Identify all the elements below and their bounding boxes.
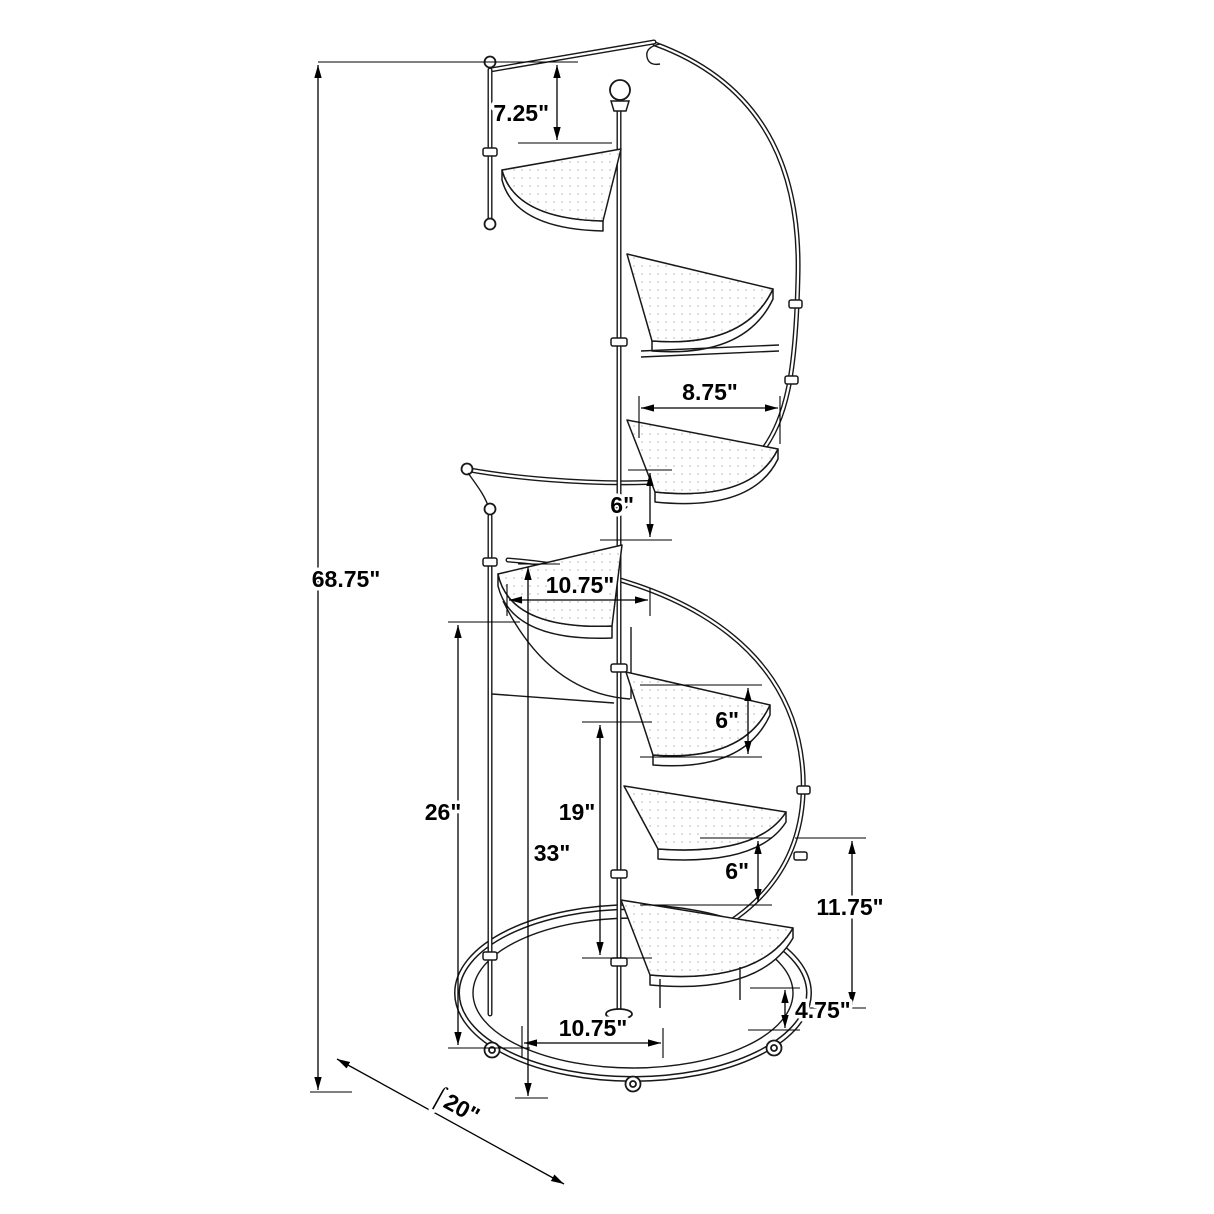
dim-label-upper-shelf-width: 8.75": [682, 379, 738, 405]
dim-bottom-shelf-depth: 10.75": [521, 1012, 664, 1058]
rail-collar: [793, 851, 808, 861]
dim-shelf-gap-upper: 6": [600, 469, 672, 541]
caster-wheel: [483, 1041, 501, 1059]
upper-spiral-rail: [460, 41, 801, 513]
dim-lower-section-height: 11.75": [795, 837, 887, 1009]
dim-label-overall-height: 68.75": [312, 566, 380, 592]
left-lower-post: [482, 502, 498, 1017]
dim-shelf-gap-lower: 6": [640, 837, 772, 906]
dim-label-shelf-gap-lower: 6": [725, 858, 749, 884]
dim-label-mid-shelf-depth: 10.75": [546, 572, 614, 598]
rail-scroll-curl: [646, 43, 661, 66]
dim-base-diameter: ⌠20": [336, 1058, 565, 1185]
dim-label-top-shelf-spacing: 7.25": [493, 100, 549, 126]
dim-label-lower-section-height: 11.75": [816, 894, 883, 920]
shelf-tier-6: [623, 785, 811, 861]
shelf-tier-7: [620, 899, 794, 1008]
shelf-tier-1: [501, 148, 622, 232]
dim-inner-pole-height: 19": [555, 721, 652, 959]
dim-base-clearance: 4.75": [748, 987, 854, 1031]
finial-collar: [609, 100, 631, 112]
dim-upper-shelf-width: 8.75": [638, 376, 781, 444]
dim-label-inner-pole-height: 19": [559, 799, 596, 825]
post-collar: [482, 147, 498, 157]
dim-mid-shelf-depth: 10.75": [506, 569, 651, 616]
post-cap: [483, 217, 497, 231]
post-collar: [482, 951, 498, 961]
shelf-tier-2: [626, 253, 780, 358]
pole-base: [605, 1008, 633, 1020]
shelf-tier-3: [626, 419, 779, 505]
top-rail: [487, 39, 657, 73]
shelf-tier-4: [491, 544, 632, 704]
shelf-support-bar: [640, 344, 780, 358]
dim-shelf-gap-mid: 6": [640, 684, 762, 758]
dim-label-mid-pole-height: 33": [534, 840, 571, 866]
post-collar: [482, 557, 498, 567]
dim-label-base-diameter: ⌠20": [427, 1081, 485, 1130]
caster-wheel: [765, 1039, 783, 1057]
post-cap: [483, 502, 497, 516]
dim-label-shelf-gap-mid: 6": [715, 707, 739, 733]
finial-ball: [609, 79, 631, 101]
dim-top-shelf-spacing: 7.25": [490, 65, 612, 144]
caster-wheel: [624, 1075, 642, 1093]
dim-label-left-post-height: 26": [425, 799, 462, 825]
shelf-legs: [659, 967, 741, 1008]
dim-label-base-clearance: 4.75": [795, 997, 851, 1023]
dim-label-bottom-shelf-depth: 10.75": [559, 1015, 627, 1041]
dim-left-post-height: 26": [421, 621, 530, 1049]
dim-label-shelf-gap-upper: 6": [610, 492, 634, 518]
rail-collar: [796, 785, 811, 795]
pole-collars: [610, 299, 803, 967]
rail-end-cap: [460, 462, 474, 476]
left-upper-post: [482, 55, 498, 231]
shelf-frame-bar: [491, 693, 615, 704]
